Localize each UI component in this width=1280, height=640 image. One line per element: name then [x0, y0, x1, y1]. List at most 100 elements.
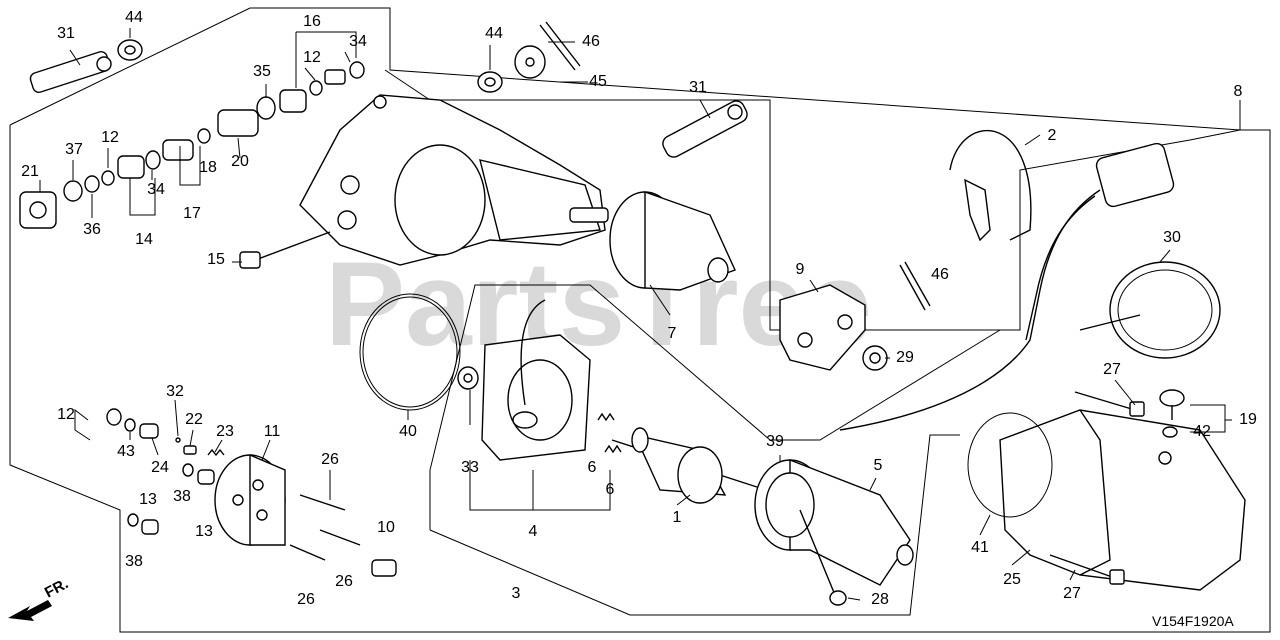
pin-31-left[interactable] [29, 50, 112, 94]
callout-12-lower[interactable]: 12 [57, 406, 75, 423]
callout-13-upper[interactable]: 13 [139, 491, 157, 508]
washer-45[interactable] [514, 45, 546, 79]
callout-5[interactable]: 5 [874, 457, 883, 474]
clamp-band-30[interactable] [1079, 261, 1221, 359]
harness-band-2[interactable] [949, 129, 1032, 242]
callout-34-left[interactable]: 34 [147, 181, 165, 198]
callout-23[interactable]: 23 [216, 423, 234, 440]
main-housing[interactable] [299, 94, 609, 266]
callout-12-left[interactable]: 12 [101, 129, 119, 146]
front-direction-arrow: FR. [8, 575, 71, 621]
callout-42[interactable]: 42 [1193, 423, 1211, 440]
callout-9[interactable]: 9 [796, 261, 805, 278]
bracket-9[interactable] [779, 284, 866, 371]
callout-15[interactable]: 15 [207, 251, 225, 268]
washer-42[interactable] [1162, 426, 1178, 438]
callout-36[interactable]: 36 [83, 221, 101, 238]
callout-12-top[interactable]: 12 [303, 49, 321, 66]
callout-35[interactable]: 35 [253, 63, 271, 80]
callout-20[interactable]: 20 [231, 153, 249, 170]
callout-24[interactable]: 24 [151, 459, 169, 476]
callout-1[interactable]: 1 [673, 509, 682, 526]
callout-6-lower[interactable]: 6 [606, 481, 615, 498]
callout-labels: 31 44 16 12 34 35 44 46 45 31 8 2 37 12 … [21, 9, 1257, 608]
cotter-pin-46-top[interactable] [539, 21, 581, 71]
callout-22[interactable]: 22 [185, 411, 203, 428]
plug-10[interactable] [371, 559, 397, 577]
callout-7[interactable]: 7 [668, 325, 677, 342]
small-parts-lower-left[interactable] [106, 408, 225, 535]
callout-39[interactable]: 39 [766, 433, 784, 450]
wire-harness-8[interactable] [839, 142, 1175, 431]
callout-6-upper[interactable]: 6 [588, 459, 597, 476]
gasket-41[interactable] [967, 412, 1053, 518]
pin-31-center[interactable] [660, 98, 750, 160]
callout-4[interactable]: 4 [529, 523, 538, 540]
bolts-26[interactable] [289, 494, 361, 561]
callout-41[interactable]: 41 [971, 539, 989, 556]
callout-16[interactable]: 16 [303, 13, 321, 30]
callout-21[interactable]: 21 [21, 163, 39, 180]
springs-6[interactable] [597, 412, 622, 454]
callout-46-right[interactable]: 46 [931, 266, 949, 283]
callout-44-center[interactable]: 44 [485, 25, 503, 42]
callout-13-lower[interactable]: 13 [195, 523, 213, 540]
bolt-27-top[interactable] [1074, 391, 1145, 417]
callout-26-bottom[interactable]: 26 [297, 591, 315, 608]
callout-32[interactable]: 32 [166, 383, 184, 400]
motor-cap-7[interactable] [609, 191, 736, 291]
callout-25[interactable]: 25 [1003, 571, 1021, 588]
bolt-27-bottom[interactable] [1049, 554, 1125, 585]
yoke-5[interactable] [754, 458, 914, 586]
valve-stack-left[interactable] [19, 128, 211, 229]
callout-27-bottom[interactable]: 27 [1063, 585, 1081, 602]
callout-38-upper[interactable]: 38 [173, 488, 191, 505]
callout-46-top[interactable]: 46 [582, 33, 600, 50]
front-label: FR. [42, 575, 71, 601]
callout-3[interactable]: 3 [512, 585, 521, 602]
brush-plate-4[interactable] [481, 299, 591, 461]
washer-33[interactable] [457, 366, 479, 390]
nut-29[interactable] [862, 345, 888, 371]
callout-19[interactable]: 19 [1239, 411, 1257, 428]
callout-10[interactable]: 10 [377, 519, 395, 536]
o-ring-40[interactable] [359, 293, 461, 411]
callout-11[interactable]: 11 [264, 423, 281, 440]
callout-14[interactable]: 14 [135, 231, 153, 248]
valve-stack-top[interactable] [217, 61, 365, 137]
callout-18[interactable]: 18 [199, 159, 217, 176]
diagram-code: V154F1920A [1152, 613, 1234, 629]
callout-44-left[interactable]: 44 [125, 9, 143, 26]
callout-27-top[interactable]: 27 [1103, 361, 1121, 378]
callout-17[interactable]: 17 [183, 205, 201, 222]
callout-38-lower[interactable]: 38 [125, 553, 143, 570]
callout-37[interactable]: 37 [65, 141, 83, 158]
gear-case-25[interactable] [999, 409, 1246, 591]
callout-34-top[interactable]: 34 [349, 33, 367, 50]
callout-31-left[interactable]: 31 [57, 25, 75, 42]
bushing-44-left[interactable] [117, 39, 143, 61]
callout-29[interactable]: 29 [896, 349, 914, 366]
bolt-15[interactable] [239, 231, 331, 269]
bolt-19[interactable] [1159, 389, 1185, 420]
callout-30[interactable]: 30 [1163, 229, 1181, 246]
callout-31-center[interactable]: 31 [689, 79, 707, 96]
bushing-44-center[interactable] [477, 71, 503, 93]
screw-28[interactable] [799, 509, 847, 606]
valve-block-11[interactable] [214, 453, 286, 546]
leader-lines [39, 28, 1241, 601]
callout-45[interactable]: 45 [589, 73, 607, 90]
callout-26-middle[interactable]: 26 [335, 573, 353, 590]
callout-33[interactable]: 33 [461, 459, 479, 476]
callout-8[interactable]: 8 [1234, 83, 1243, 100]
callout-43[interactable]: 43 [117, 443, 135, 460]
callout-28[interactable]: 28 [871, 591, 889, 608]
cotter-pin-46-right[interactable] [899, 261, 931, 311]
callout-40[interactable]: 40 [399, 423, 417, 440]
armature-1[interactable] [611, 427, 761, 504]
assembly-boundary [9, 7, 1271, 633]
callout-26-top[interactable]: 26 [321, 451, 339, 468]
callout-2[interactable]: 2 [1048, 127, 1057, 144]
